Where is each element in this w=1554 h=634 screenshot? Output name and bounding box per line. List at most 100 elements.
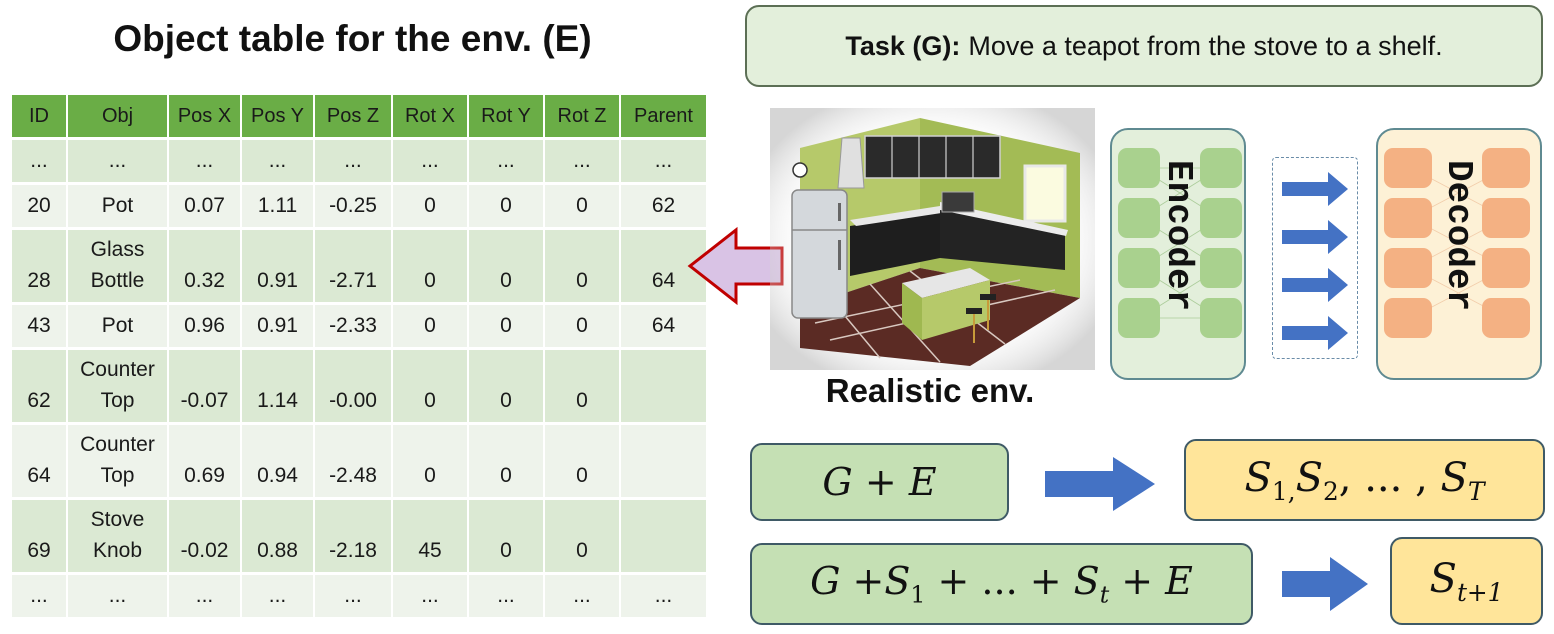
cell-obj-line2: Top bbox=[100, 464, 135, 487]
formula-operator: + bbox=[1017, 559, 1074, 604]
cell-posy: 0.88 bbox=[241, 498, 315, 575]
cell-obj: Pot bbox=[67, 303, 169, 350]
encoder-network-icon bbox=[1118, 148, 1242, 338]
latent-arrows-icon bbox=[1282, 172, 1348, 350]
cell-rotx: 0 bbox=[392, 183, 469, 230]
formula-symbol: G bbox=[810, 559, 841, 604]
cell-posy: ... bbox=[241, 138, 315, 185]
cell-posz: -2.48 bbox=[314, 423, 393, 500]
header-pos-z: Pos Z bbox=[314, 95, 393, 140]
task-text: Move a teapot from the stove to a shelf. bbox=[968, 30, 1443, 61]
cell-parent bbox=[620, 348, 706, 425]
cell-roty: ... bbox=[468, 573, 545, 620]
cell-rotz: 0 bbox=[544, 228, 621, 305]
formula-symbol: S bbox=[1440, 454, 1468, 501]
cell-obj: Pot bbox=[67, 183, 169, 230]
kitchen-illustration bbox=[770, 108, 1095, 370]
encoder-label: Encoder bbox=[1158, 160, 1199, 312]
cell-obj-line1: Counter bbox=[80, 358, 155, 381]
cell-posx: 0.96 bbox=[168, 303, 242, 350]
cell-posz: -0.25 bbox=[314, 183, 393, 230]
decoder-network-icon bbox=[1384, 148, 1530, 338]
cell-obj-line1: Glass bbox=[90, 238, 145, 261]
cell-posz: -2.18 bbox=[314, 498, 393, 575]
formula-operator: + bbox=[925, 559, 982, 604]
formula-symbol: S bbox=[884, 559, 911, 604]
cell-posx: ... bbox=[168, 573, 242, 620]
cell-rotz: 0 bbox=[544, 498, 621, 575]
header-pos-y: Pos Y bbox=[241, 95, 315, 140]
cell-id: 28 bbox=[12, 228, 68, 305]
arrow-shape bbox=[687, 226, 784, 306]
header-obj: Obj bbox=[67, 95, 169, 140]
formula-separator: , bbox=[1402, 454, 1441, 501]
formula-next-step: St+1 bbox=[1430, 556, 1504, 607]
cell-posx: 0.07 bbox=[168, 183, 242, 230]
cell-posx: ... bbox=[168, 138, 242, 185]
formula-symbol: G bbox=[822, 460, 853, 504]
cell-id: ... bbox=[12, 138, 68, 185]
environment-caption: Realistic env. bbox=[825, 372, 1035, 409]
cell-id: 62 bbox=[12, 348, 68, 425]
cell-obj-line2: Knob bbox=[92, 539, 143, 562]
formula-subscript: 1, bbox=[1271, 476, 1296, 506]
cell-obj-line2: Bottle bbox=[90, 269, 145, 292]
formula-ellipsis: ... bbox=[981, 559, 1018, 604]
table-title: Object table for the env. (E) bbox=[113, 18, 592, 59]
cell-parent: ... bbox=[620, 138, 706, 185]
formula-g-plus-e: G + E bbox=[822, 460, 936, 504]
task-box: Task (G): Move a teapot from the stove t… bbox=[745, 5, 1543, 87]
table-header-row: ID Obj Pos X Pos Y Pos Z Rot X Rot Y Rot… bbox=[12, 95, 706, 140]
cell-id: 43 bbox=[12, 303, 68, 350]
formula-separator: , bbox=[1338, 454, 1365, 501]
cell-id: 69 bbox=[12, 498, 68, 575]
cell-rotx: 0 bbox=[392, 303, 469, 350]
formula-subscript: t+1 bbox=[1456, 577, 1504, 607]
formula-subscript: t bbox=[1099, 580, 1110, 609]
task-label: Task (G): bbox=[845, 30, 961, 61]
input-g-e-box: G + E bbox=[750, 443, 1009, 521]
header-id: ID bbox=[12, 95, 68, 140]
cell-posx: -0.07 bbox=[168, 348, 242, 425]
cell-rotz: 0 bbox=[544, 183, 621, 230]
cell-parent bbox=[620, 498, 706, 575]
header-rot-x: Rot X bbox=[392, 95, 469, 140]
formula-symbol: S bbox=[1073, 559, 1100, 604]
output-next-step-box: St+1 bbox=[1390, 537, 1543, 625]
cell-rotx: ... bbox=[392, 138, 469, 185]
cell-roty: 0 bbox=[468, 423, 545, 500]
cell-id: ... bbox=[12, 573, 68, 620]
cell-obj-line1: Counter bbox=[80, 433, 155, 456]
cell-roty: 0 bbox=[468, 228, 545, 305]
cell-parent: 62 bbox=[620, 183, 706, 230]
cell-posz: -0.00 bbox=[314, 348, 393, 425]
decoder-label: Decoder bbox=[1438, 160, 1479, 312]
cell-rotx: 0 bbox=[392, 348, 469, 425]
cell-obj-line1: Stove bbox=[90, 508, 145, 531]
cell-rotx: 45 bbox=[392, 498, 469, 575]
cell-posy: 1.14 bbox=[241, 348, 315, 425]
header-rot-z: Rot Z bbox=[544, 95, 621, 140]
cell-rotx: ... bbox=[392, 573, 469, 620]
right-arrow-icon bbox=[1045, 457, 1155, 511]
cell-rotz: ... bbox=[544, 573, 621, 620]
cell-posy: ... bbox=[241, 573, 315, 620]
cell-posx: -0.02 bbox=[168, 498, 242, 575]
cell-obj: ... bbox=[67, 573, 169, 620]
cell-id: 64 bbox=[12, 423, 68, 500]
cell-rotz: ... bbox=[544, 138, 621, 185]
formula-operator: + bbox=[864, 460, 897, 504]
cell-roty: 0 bbox=[468, 303, 545, 350]
cell-parent bbox=[620, 423, 706, 500]
formula-step-sequence: S1,S2, ... , ST bbox=[1245, 455, 1485, 506]
cell-rotx: 0 bbox=[392, 228, 469, 305]
cell-rotz: 0 bbox=[544, 303, 621, 350]
cell-posx: 0.69 bbox=[168, 423, 242, 500]
